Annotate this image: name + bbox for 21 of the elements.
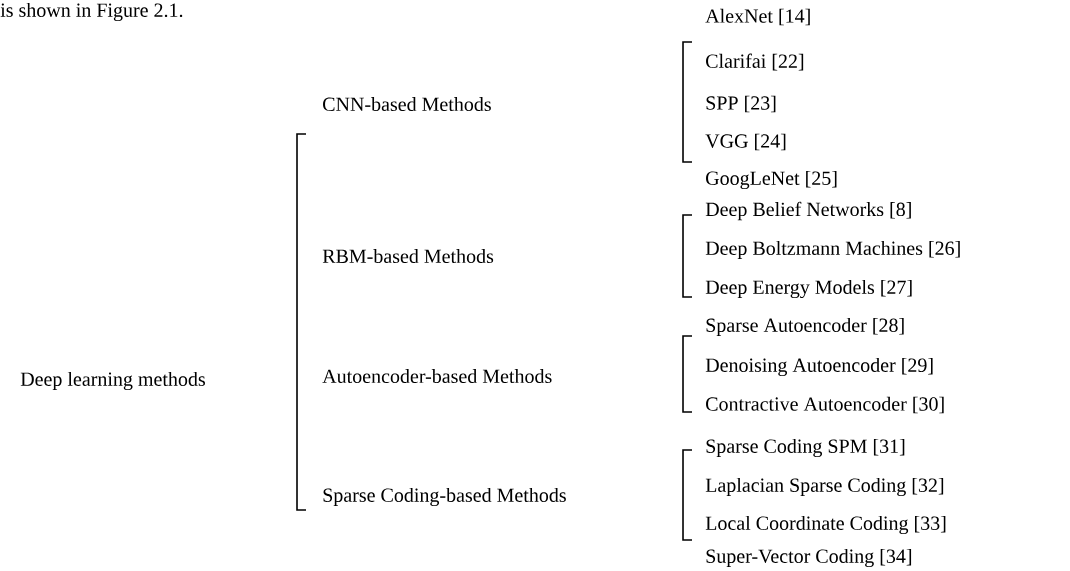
method-label: Laplacian Sparse Coding [32] [705, 477, 944, 497]
method-label: Sparse Autoencoder [28] [706, 317, 904, 337]
method-label: Local Coordinate Coding [33] [705, 515, 946, 535]
root-label: Deep learning methods [20, 371, 205, 391]
method-label: Deep Belief Networks [8] [705, 201, 911, 221]
category-label: Sparse Coding-based Methods [323, 487, 566, 507]
category-label: CNN-based Methods [323, 96, 491, 112]
method-label: GoogLeNet [25] [706, 170, 837, 190]
method-label: Contractive Autoencoder [30] [706, 396, 944, 414]
category-label: Autoencoder-based Methods [322, 368, 552, 384]
caption-text: is shown in Figure 2.1. [0, 2, 183, 22]
method-label: Super-Vector Coding [34] [706, 548, 912, 568]
method-label: AlexNet [14] [705, 8, 810, 26]
method-label: Clarifai [22] [706, 53, 804, 71]
category-label: RBM-based Methods [322, 248, 494, 264]
method-label: SPP [23] [706, 95, 776, 113]
method-label: Deep Boltzmann Machines [26] [705, 240, 960, 260]
method-label: Deep Energy Models [27] [705, 279, 912, 299]
method-label: VGG [24] [705, 133, 786, 151]
method-label: Denoising Autoencoder [29] [705, 357, 933, 377]
method-label: Sparse Coding SPM [31] [706, 438, 905, 458]
